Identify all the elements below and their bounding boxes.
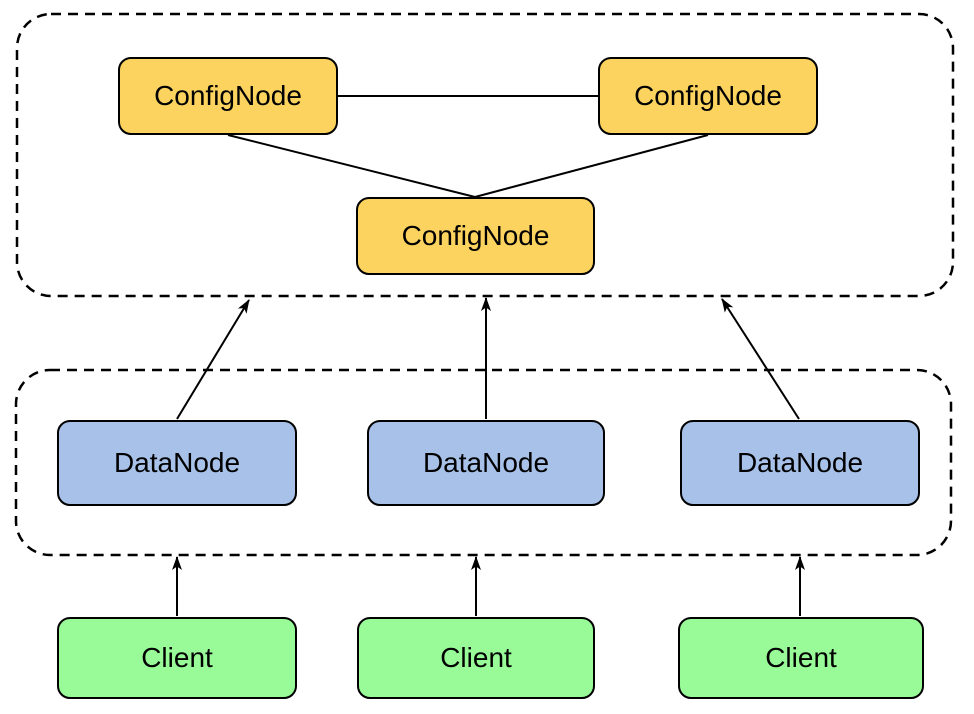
arrow-datanode3-to-confignode-cluster — [721, 298, 800, 420]
arrow-datanode1-to-confignode-cluster — [176, 299, 250, 420]
confignode-label: ConfigNode — [634, 80, 782, 111]
client-box-left: Client — [57, 617, 297, 699]
client-box-right: Client — [678, 617, 924, 699]
datanode-box-right: DataNode — [680, 420, 920, 506]
confignode-box-top-right: ConfigNode — [598, 57, 818, 135]
datanode-box-left: DataNode — [57, 420, 297, 506]
client-label: Client — [765, 642, 837, 673]
client-label: Client — [141, 642, 213, 673]
confignode-label: ConfigNode — [401, 220, 550, 251]
client-box-middle: Client — [357, 617, 595, 699]
confignode-box-bottom-center: ConfigNode — [356, 197, 595, 275]
confignode-box-top-left: ConfigNode — [118, 57, 338, 135]
confignode-cluster-outline — [15, 12, 955, 298]
datanode-label: DataNode — [113, 447, 241, 478]
datanode-cluster-outline — [14, 368, 953, 557]
datanode-label: DataNode — [736, 447, 864, 478]
datanode-label: DataNode — [422, 447, 550, 478]
edge-confignode2-confignode3 — [474, 134, 709, 198]
datanode-box-middle: DataNode — [367, 420, 605, 506]
client-label: Client — [440, 642, 512, 673]
edge-confignode1-confignode3 — [227, 134, 476, 198]
confignode-label: ConfigNode — [154, 80, 302, 111]
